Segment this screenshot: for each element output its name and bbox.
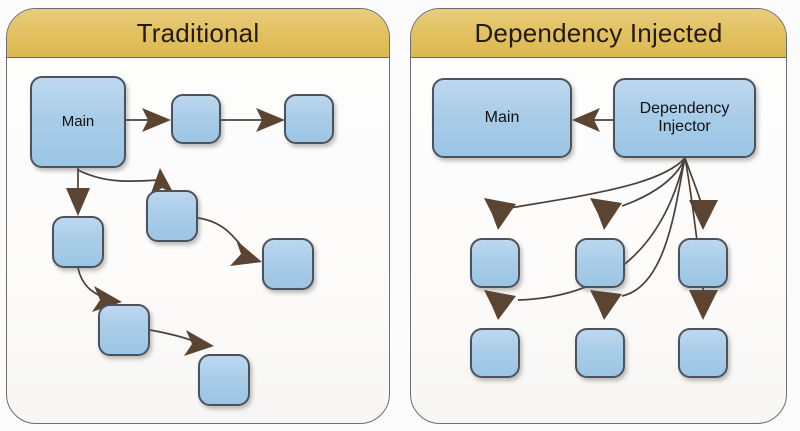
node-label-line: Main [484, 109, 520, 127]
node-t-n3[interactable] [146, 190, 198, 242]
node-d-a2[interactable] [575, 238, 625, 288]
node-t-n4[interactable] [52, 216, 104, 268]
panel-dependency-injected-header: Dependency Injected [411, 9, 786, 58]
node-d-b3[interactable] [678, 328, 728, 378]
node-t-main[interactable]: Main [30, 76, 126, 168]
node-label-line: Injector [658, 118, 711, 135]
node-label-line: Dependency [639, 100, 730, 118]
panel-dependency-injected-title: Dependency Injected [474, 17, 723, 48]
node-t-n2[interactable] [284, 94, 334, 144]
node-d-a1[interactable] [470, 238, 520, 288]
node-d-a3[interactable] [678, 238, 728, 288]
node-d-b1[interactable] [470, 328, 520, 378]
node-d-b2[interactable] [575, 328, 625, 378]
panel-traditional-title: Traditional [136, 17, 260, 48]
node-t-n5[interactable] [262, 238, 314, 290]
panel-traditional-header: Traditional [7, 9, 389, 58]
node-d-main[interactable]: Main [432, 78, 572, 158]
node-label-line: Main [61, 112, 95, 130]
node-t-n1[interactable] [171, 94, 221, 144]
node-t-n6[interactable] [98, 304, 150, 356]
node-t-n7[interactable] [198, 354, 250, 406]
